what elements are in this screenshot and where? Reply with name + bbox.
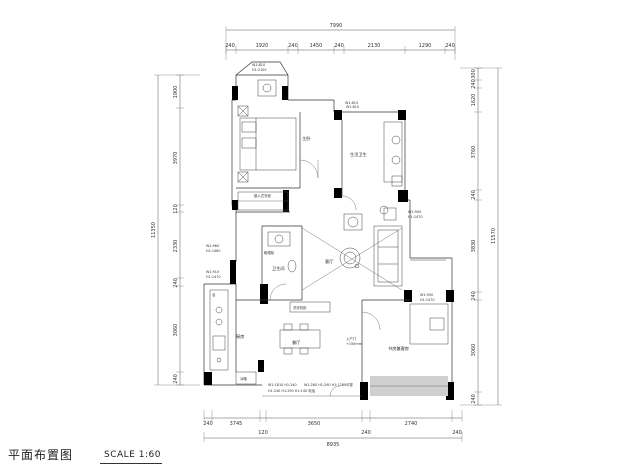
- entry-note-a: 入户门: [346, 336, 357, 341]
- room-living: 客厅: [325, 258, 333, 265]
- room-bathroom: 生活卫生: [350, 151, 367, 158]
- top-dim-5: 240: [334, 43, 344, 49]
- top-total-dim: 7990: [330, 23, 343, 29]
- stove-label: 浴: [212, 292, 216, 297]
- top-dim-3: 240: [288, 43, 298, 49]
- bottom-note-1: W1:1810 H1:240: [268, 383, 297, 387]
- drawing-title: 平面布置图: [8, 448, 74, 462]
- top-dim-7: 1290: [419, 43, 432, 49]
- bottom-dim-4: 3650: [308, 421, 321, 427]
- left-dim-6: 3060: [173, 324, 179, 337]
- right-dim-b2: 240: [471, 190, 477, 200]
- left-dim-4: 2330: [173, 240, 179, 253]
- right-total-dim: 11570: [491, 228, 497, 244]
- top-dim-8: 240: [445, 43, 455, 49]
- bottom-dim-2: 3745: [230, 421, 243, 427]
- left-dim-3: 120: [173, 204, 179, 214]
- window-top-h: H1:2100: [252, 68, 266, 72]
- left-dim-5: 240: [173, 278, 179, 288]
- room-toilet: 卫生间: [272, 265, 285, 272]
- second-bedroom-furniture: 书房兼客房 W1:900 H1:1470 入户门 +150mm: [346, 259, 449, 396]
- toilet-storage-label: 鞋帽柜: [264, 250, 275, 255]
- top-dim-6: 2130: [368, 43, 381, 49]
- top-dim-1: 240: [225, 43, 235, 49]
- right-dimension-chain: 11570 300 240 1620 3760 240 3830 240 306…: [460, 67, 502, 406]
- bottom-dim-1: 240: [203, 421, 213, 427]
- fridge-label: 冰箱: [240, 376, 247, 381]
- window-top: W1:810: [252, 63, 265, 67]
- window-kitchen-a: W1:910: [206, 270, 219, 274]
- bottom-dim-7: 240: [452, 430, 462, 436]
- top-dimension-chain: 7990 240 1920 240 1450 240 2130 1290 240: [225, 23, 456, 60]
- room-master-bedroom: 主卧: [302, 135, 310, 142]
- window-bed2-a: W1:900: [420, 293, 433, 297]
- right-dim-a1: 300: [471, 69, 477, 79]
- bottom-dim-5: 240: [361, 430, 371, 436]
- right-dim-b5: 3060: [471, 344, 477, 357]
- master-bedroom-furniture: 主卧 嵌入式衣柜: [237, 79, 319, 211]
- left-dim-1: 1900: [173, 86, 179, 99]
- bottom-dimension-chain: 240 3745 120 3650 240 2740 240 8935: [203, 410, 463, 448]
- window-living-top: W1:810: [346, 105, 359, 109]
- bottom-dim-3: 120: [258, 430, 268, 436]
- drawing-scale: SCALE 1:60: [104, 450, 161, 460]
- left-dimension-chain: 11350 1900 3970 120 2330 240 3060 240: [151, 74, 200, 386]
- sink-cabinet-label: 洗衣机柜: [293, 305, 307, 310]
- window-toilet-a: W1:960: [206, 244, 219, 248]
- room-dining: 餐厅: [292, 339, 300, 346]
- bottom-note-4: H1:240 H1:290 H1:140 电话: [268, 388, 316, 393]
- window-bed2-b: H1:1470: [420, 298, 434, 302]
- toilet-fixtures: 卫生间 鞋帽柜 W1:960 H1:1460 W1:910 H1:1470 洗衣…: [206, 231, 331, 313]
- room-second-bedroom: 书房兼客房: [388, 345, 409, 352]
- window-living-a: W1:900: [408, 210, 421, 214]
- right-dim-b1: 3760: [471, 146, 477, 159]
- window-kitchen-b: H1:1470: [206, 275, 220, 279]
- kitchen-fixtures: 厨房 冰箱 浴: [209, 289, 257, 385]
- left-dim-7: 240: [173, 374, 179, 384]
- right-dim-b3: 3830: [471, 240, 477, 253]
- room-kitchen: 厨房: [236, 333, 244, 340]
- left-total-dim: 11350: [151, 222, 157, 238]
- living-room-furniture: 客厅 W1:900 H1:1470 W1:810 H1:2100 W1:810: [252, 63, 422, 291]
- left-dim-2: 3970: [173, 152, 179, 165]
- right-dim-a2: 240: [471, 79, 477, 89]
- top-dim-4: 1450: [310, 43, 323, 49]
- right-dim-a3: 1620: [471, 94, 477, 107]
- window-living-b: H1:1470: [408, 215, 422, 219]
- window-toilet-b: H1:1460: [206, 249, 220, 253]
- bottom-dim-6: 2740: [405, 421, 418, 427]
- entry-note-b: +150mm: [346, 342, 363, 346]
- bottom-note-2: W1:280 H1:290 H1:1280: [304, 383, 346, 387]
- bottom-note-3: 可视: [346, 382, 353, 387]
- dining-furniture: 餐厅: [279, 323, 321, 355]
- bathroom-fixtures: 生活卫生 W1:810: [341, 101, 403, 215]
- wardrobe-label: 嵌入式衣柜: [254, 193, 272, 198]
- window-bath: W1:810: [345, 101, 358, 105]
- top-dim-2: 1920: [256, 43, 269, 49]
- bottom-total-dim: 8935: [327, 442, 340, 448]
- partitions: [235, 112, 410, 382]
- right-dim-b4: 240: [471, 291, 477, 301]
- bottom-notes: W1:1810 H1:240 W1:280 H1:290 H1:1280 可视 …: [262, 382, 362, 397]
- scale-underline: [100, 463, 162, 464]
- right-dim-b6: 240: [471, 394, 477, 404]
